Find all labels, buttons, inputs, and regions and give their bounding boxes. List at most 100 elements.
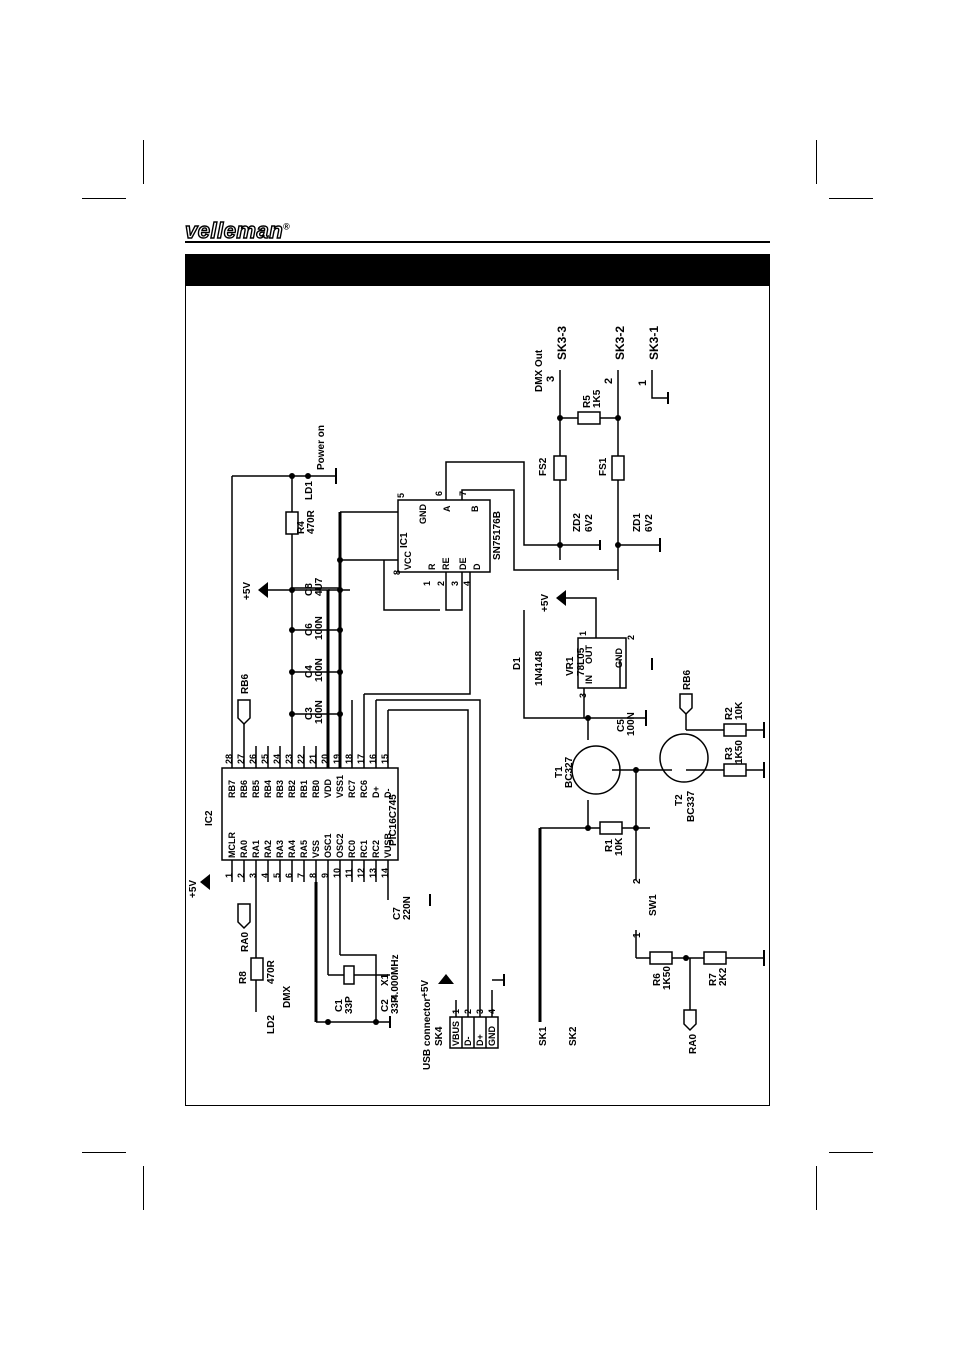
ic2-pin-number: 5 bbox=[272, 873, 282, 878]
ic1-pin-number: 7 bbox=[458, 491, 468, 496]
ic2-pin-name: RC2 bbox=[371, 840, 381, 858]
ic2-pin-number: 9 bbox=[320, 873, 330, 878]
c8-value: 4U7 bbox=[314, 577, 325, 596]
sk3-2-label: SK3-2 bbox=[613, 326, 627, 360]
c1-ref: C1 bbox=[334, 999, 345, 1012]
ic2-pin-number: 13 bbox=[368, 868, 378, 878]
ic2-pin-number: 6 bbox=[284, 873, 294, 878]
ra0-flag-bottom bbox=[683, 1009, 697, 1032]
sk3-1-label: SK3-1 bbox=[647, 326, 661, 360]
sk1-label: SK1 bbox=[538, 1026, 549, 1046]
x1-value: 4.000MHz bbox=[390, 954, 401, 1000]
ic2-pin-name: RA0 bbox=[239, 840, 249, 858]
ic1-pin-number: 6 bbox=[434, 491, 444, 496]
sk3-1-num: 1 bbox=[637, 380, 649, 386]
c6-value: 100N bbox=[314, 616, 325, 640]
ic2-pin-number: 25 bbox=[260, 754, 270, 764]
ic2-pin-name: VUSB bbox=[383, 832, 393, 858]
fs2 bbox=[553, 455, 567, 481]
c7-ref: C7 bbox=[392, 907, 403, 920]
sw1-ref: SW1 bbox=[648, 894, 659, 916]
header-rule bbox=[185, 241, 770, 243]
r3-value: 1K50 bbox=[734, 740, 745, 764]
c4-ref: C4 bbox=[304, 665, 315, 678]
ic1-part: SN75176B bbox=[492, 511, 503, 560]
c6-ref: C6 bbox=[304, 623, 315, 636]
ld2-ref: LD2 bbox=[266, 1015, 277, 1034]
ic2-pin-name: RA4 bbox=[287, 840, 297, 858]
t2-value: BC337 bbox=[686, 790, 697, 822]
ic2-pin-name: RB5 bbox=[251, 780, 261, 798]
sk4-pin-number: 1 bbox=[451, 1009, 461, 1014]
ic2-pin-number: 2 bbox=[236, 873, 246, 878]
ic1-pin-name: DE bbox=[458, 557, 468, 570]
ra0-flag bbox=[237, 903, 251, 930]
c8-ref: C8 bbox=[304, 583, 315, 596]
r5-value: 1K5 bbox=[592, 389, 603, 408]
plus5v-arrow-left bbox=[200, 874, 210, 890]
sk4-pin-name: D- bbox=[463, 1037, 473, 1047]
vr1-pin-in: IN bbox=[584, 675, 594, 684]
ic1-pin-name: B bbox=[470, 505, 480, 512]
ic2-pin-name: RB6 bbox=[239, 780, 249, 798]
ic1-pin-name: A bbox=[442, 505, 452, 512]
ic2-pin-name: OSC1 bbox=[323, 833, 333, 858]
ic2-body bbox=[221, 767, 399, 861]
crop-mark-tr-v bbox=[816, 140, 817, 184]
vr1-pin-out-number: 1 bbox=[578, 631, 588, 636]
ic1-pin-number: 5 bbox=[396, 493, 406, 498]
ra0-label-bottom: RA0 bbox=[688, 1034, 699, 1054]
ic2-pin-number: 27 bbox=[236, 754, 246, 764]
crop-mark-bl-v bbox=[143, 1166, 144, 1210]
d1-ref: D1 bbox=[512, 657, 523, 670]
vr1-pin-out: OUT bbox=[584, 645, 594, 665]
plus5v-arrow-top bbox=[258, 582, 268, 598]
r8-value: 470R bbox=[266, 959, 277, 984]
dmx-out-title: DMX Out bbox=[534, 349, 545, 392]
vr1-ref: VR1 bbox=[565, 656, 576, 676]
ic2-pin-name: RB2 bbox=[287, 780, 297, 798]
rb6-flag-top bbox=[237, 699, 251, 726]
zd1-value: 6V2 bbox=[644, 514, 655, 532]
r7-value: 2K2 bbox=[718, 967, 729, 986]
ic2-pin-number: 21 bbox=[308, 754, 318, 764]
r7-ref: R7 bbox=[708, 973, 719, 986]
r2-ref: R2 bbox=[724, 707, 735, 720]
ic2-pin-name: OSC2 bbox=[335, 833, 345, 858]
velleman-logo: velleman® bbox=[184, 217, 290, 244]
r3-ref: R3 bbox=[724, 747, 735, 760]
crop-mark-tl-h bbox=[82, 198, 126, 199]
ic2-pin-name: RC6 bbox=[359, 780, 369, 798]
r6-ref: R6 bbox=[652, 973, 663, 986]
t2-ref: T2 bbox=[674, 794, 685, 806]
r8 bbox=[250, 957, 264, 981]
ic1-ref: IC1 bbox=[399, 532, 410, 548]
sk4-title: USB connector bbox=[422, 998, 433, 1070]
r6 bbox=[649, 951, 673, 965]
r4-ref: R4 bbox=[296, 521, 307, 534]
ic2-part: PIC16C745 bbox=[388, 794, 399, 846]
sk2-label: SK2 bbox=[568, 1026, 579, 1046]
ic2-pin-number: 17 bbox=[356, 754, 366, 764]
vr1-pin-in-number: 3 bbox=[578, 693, 588, 698]
ic1-pin-name: GND bbox=[418, 504, 428, 525]
sk3-3-num: 3 bbox=[545, 376, 557, 382]
ic1-pin-name: RE bbox=[441, 557, 451, 570]
plus5v-label-top: +5V bbox=[242, 582, 253, 600]
r6-value: 1K50 bbox=[662, 966, 673, 990]
t1-value: BC327 bbox=[564, 756, 575, 788]
ic2-pin-name: VDD bbox=[323, 778, 333, 798]
ic2-pin-name: D- bbox=[383, 789, 393, 799]
sk4-pin-name: VBUS bbox=[451, 1021, 461, 1046]
plus5v-arrow-vr1 bbox=[556, 590, 566, 606]
title-banner bbox=[185, 254, 770, 286]
rb6-label-top: RB6 bbox=[240, 674, 251, 694]
t2-symbol bbox=[659, 733, 709, 783]
sk4-pin-number: 4 bbox=[487, 1009, 497, 1014]
plus5v-label-vr1: +5V bbox=[540, 594, 551, 612]
rb6-label-t2: RB6 bbox=[682, 670, 693, 690]
ic2-pin-number: 28 bbox=[224, 754, 234, 764]
ic2-pin-name: VSS1 bbox=[335, 775, 345, 798]
r1-ref: R1 bbox=[604, 839, 615, 852]
c4-value: 100N bbox=[314, 658, 325, 682]
